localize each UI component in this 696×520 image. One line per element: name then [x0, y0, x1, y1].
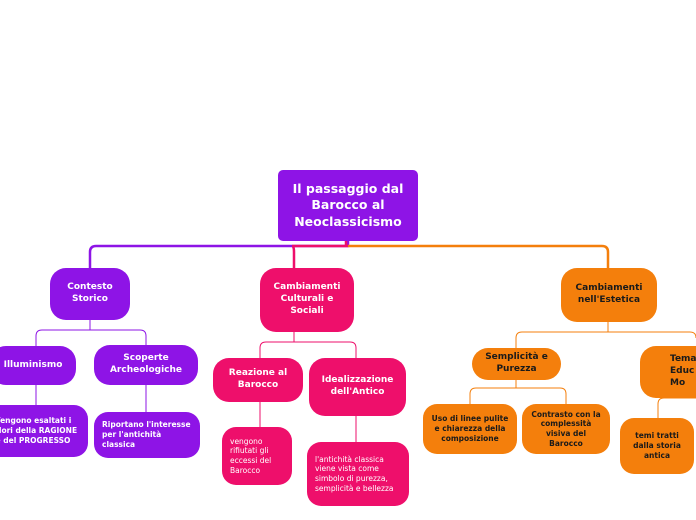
node-cambiamenti-estetica-label: Cambiamenti nell'Estetica: [575, 283, 643, 305]
node-cambiamenti-estetica[interactable]: Cambiamenti nell'Estetica: [561, 268, 657, 322]
node-semplicita-detail-2-text: Contrasto con la complessità visiva del …: [531, 409, 601, 448]
node-reazione-barocco-label: Reazione al Barocco: [228, 368, 288, 390]
connector-root-culturali: [291, 244, 348, 268]
node-temi-detail[interactable]: temi tratti dalla storia antica: [620, 418, 694, 474]
node-reazione-detail-text: vengono rifiutati gli eccessi del Barocc…: [230, 436, 272, 475]
connector-root-estetica: [348, 244, 610, 268]
node-scoperte-detail[interactable]: Riportano l'interesse per l'antichità cl…: [94, 412, 200, 458]
node-idealizzazione-antico-label: Idealizzazione dell'Antico: [321, 375, 394, 397]
node-illuminismo-detail-text: Vengono esaltati i valori della RAGIONE …: [0, 416, 78, 445]
root-label: Il passaggio dal Barocco al Neoclassicis…: [292, 181, 404, 229]
node-semplicita-detail-1-text: Uso di linee pulite e chiarezza della co…: [431, 414, 509, 443]
node-reazione-detail[interactable]: vengono rifiutati gli eccessi del Barocc…: [222, 427, 292, 485]
node-illuminismo-detail[interactable]: Vengono esaltati i valori della RAGIONE …: [0, 405, 88, 457]
node-cambiamenti-culturali[interactable]: Cambiamenti Culturali e Sociali: [260, 268, 354, 332]
node-contesto-storico[interactable]: Contesto Storico: [50, 268, 130, 320]
node-semplicita-detail-1[interactable]: Uso di linee pulite e chiarezza della co…: [423, 404, 517, 454]
connector-root-contesto: [88, 241, 350, 268]
node-scoperte-archeologiche-label: Scoperte Archeologiche: [109, 353, 183, 375]
connector-semplicita-details: [469, 380, 567, 404]
connector-culturali-children: [259, 332, 357, 358]
node-semplicita-purezza-label: Semplicità e Purezza: [485, 352, 548, 374]
node-idealizzazione-detail-text: l'antichità classica viene vista come si…: [315, 454, 394, 493]
node-illuminismo-label: Illuminismo: [3, 359, 63, 370]
connector-contesto-children: [35, 320, 147, 346]
connector-estetica-children: [515, 322, 696, 348]
node-temi-educ-label: Temati Educ Mo: [670, 354, 696, 388]
connector-temi-detail: [657, 397, 696, 418]
node-illuminismo[interactable]: Illuminismo: [0, 346, 76, 385]
node-scoperte-archeologiche[interactable]: Scoperte Archeologiche: [94, 345, 198, 385]
node-semplicita-purezza[interactable]: Semplicità e Purezza: [472, 348, 561, 380]
node-temi-detail-text: temi tratti dalla storia antica: [633, 431, 681, 460]
root-node[interactable]: Il passaggio dal Barocco al Neoclassicis…: [278, 170, 418, 241]
node-semplicita-detail-2[interactable]: Contrasto con la complessità visiva del …: [522, 404, 610, 454]
node-cambiamenti-culturali-label: Cambiamenti Culturali e Sociali: [273, 282, 341, 316]
node-scoperte-detail-text: Riportano l'interesse per l'antichità cl…: [102, 420, 191, 449]
node-reazione-barocco[interactable]: Reazione al Barocco: [213, 358, 303, 402]
node-contesto-storico-label: Contesto Storico: [67, 282, 113, 304]
node-idealizzazione-antico[interactable]: Idealizzazione dell'Antico: [309, 358, 406, 416]
node-temi-educ[interactable]: Temati Educ Mo: [640, 346, 696, 398]
node-idealizzazione-detail[interactable]: l'antichità classica viene vista come si…: [307, 442, 409, 506]
